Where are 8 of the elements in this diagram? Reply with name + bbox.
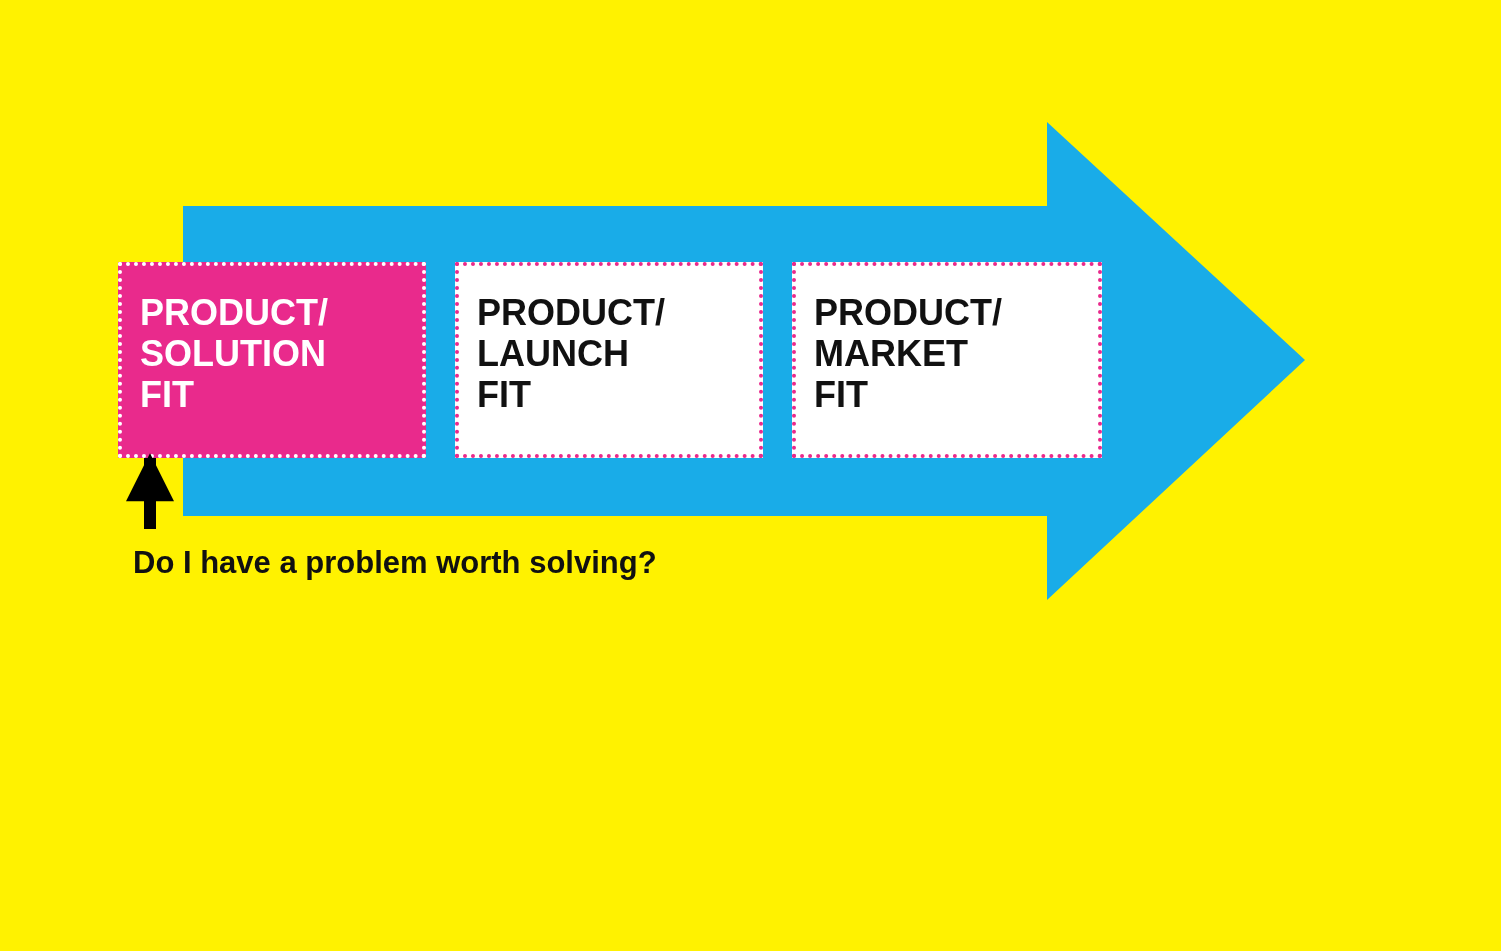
stage-label: PRODUCT/ LAUNCH FIT xyxy=(477,292,666,415)
stage-label: PRODUCT/ MARKET FIT xyxy=(814,292,1003,415)
arrow xyxy=(126,453,174,529)
stage-label: PRODUCT/ SOLUTION FIT xyxy=(140,292,329,415)
stage-box xyxy=(792,262,1102,458)
stage-box xyxy=(118,262,426,458)
stage-box xyxy=(455,262,763,458)
question-text: Do I have a problem worth solving? xyxy=(133,545,657,581)
